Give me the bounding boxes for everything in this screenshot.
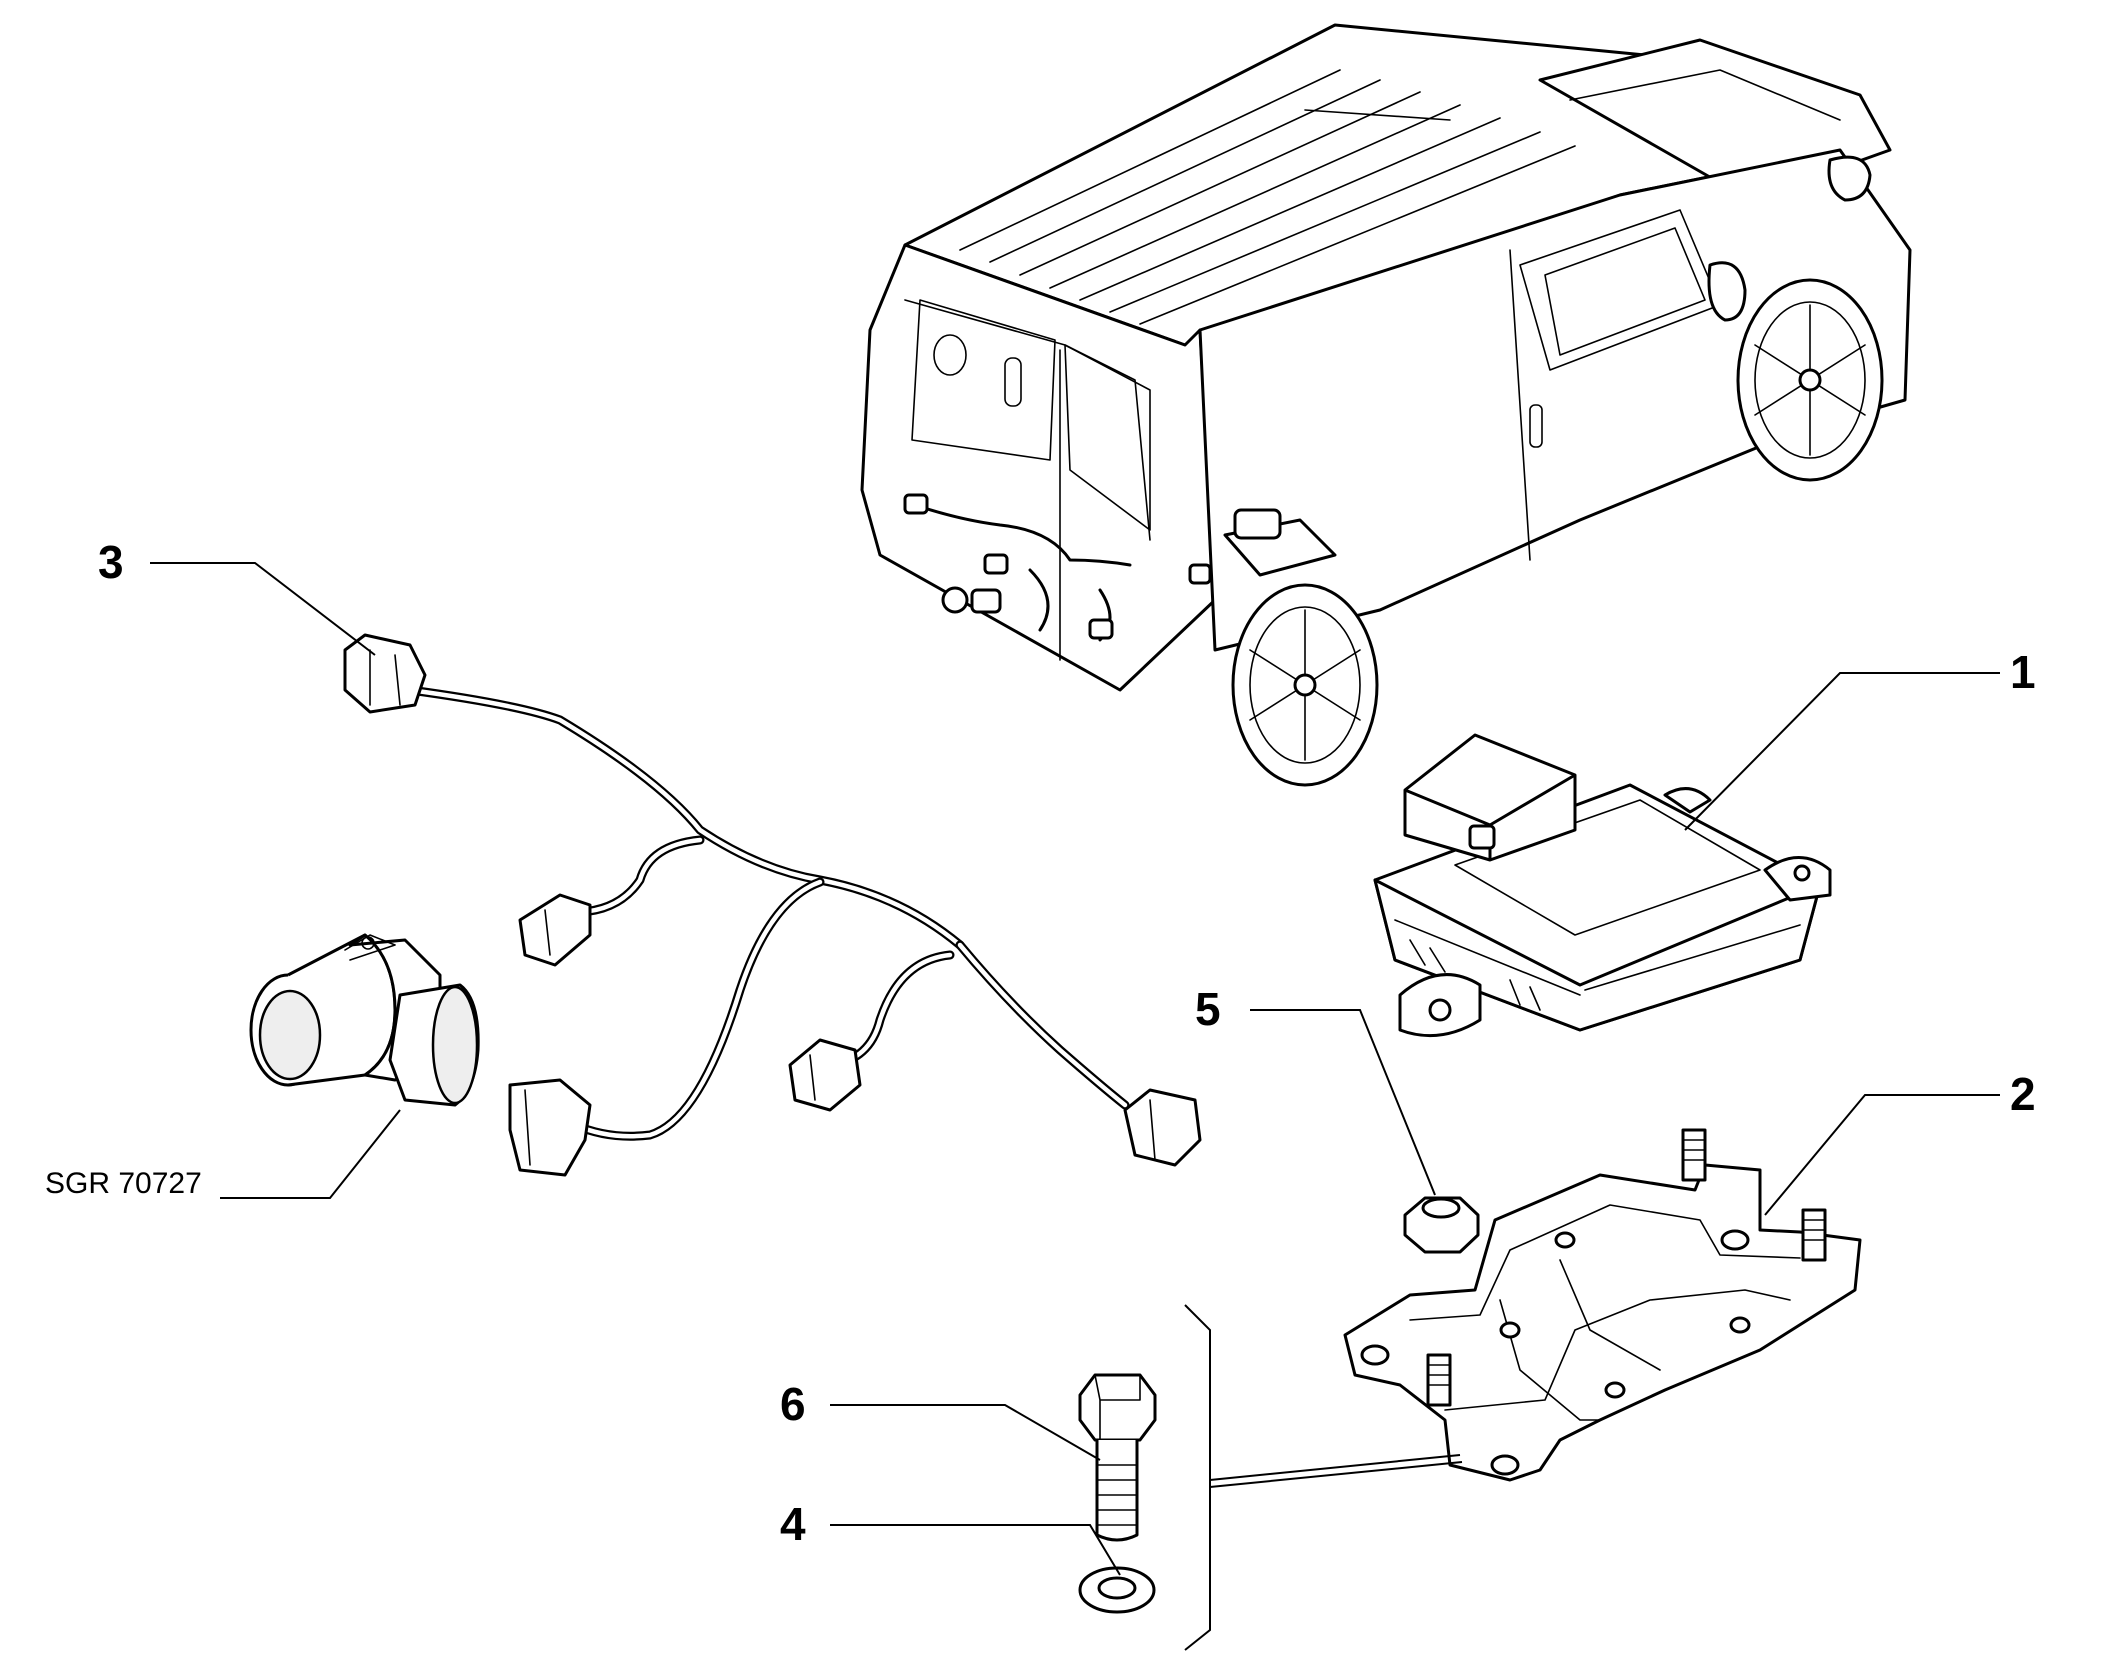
harness-connector-a (518, 893, 592, 967)
rear-wheel (1231, 583, 1379, 787)
harness-connector-c (788, 1038, 862, 1112)
control-unit-part-1 (1373, 733, 1832, 1038)
leader-lines (150, 562, 2000, 1651)
harness-connector-d (1123, 1088, 1202, 1167)
harness-connector-main (343, 633, 427, 714)
washer-part-4 (1078, 1566, 1156, 1614)
callout-label-4: 4 (780, 1498, 806, 1550)
bolt-part-6 (1078, 1373, 1157, 1542)
callout-label-6: 6 (780, 1378, 806, 1430)
nut-part-5 (1403, 1196, 1480, 1254)
wiring-harness-part-3 (343, 633, 1202, 1177)
callout-label-1: 1 (2010, 646, 2036, 698)
mounting-bracket-part-2 (1343, 1128, 1862, 1482)
front-wheel (1736, 278, 1884, 482)
harness-connector-b (508, 1078, 592, 1177)
callout-label-2: 2 (2010, 1068, 2036, 1120)
callout-label-5: 5 (1195, 983, 1221, 1035)
parking-sensor (249, 933, 480, 1107)
reference-code-label: SGR 70727 (45, 1167, 202, 1200)
van-illustration (860, 23, 1912, 787)
callout-label-3: 3 (98, 536, 124, 588)
